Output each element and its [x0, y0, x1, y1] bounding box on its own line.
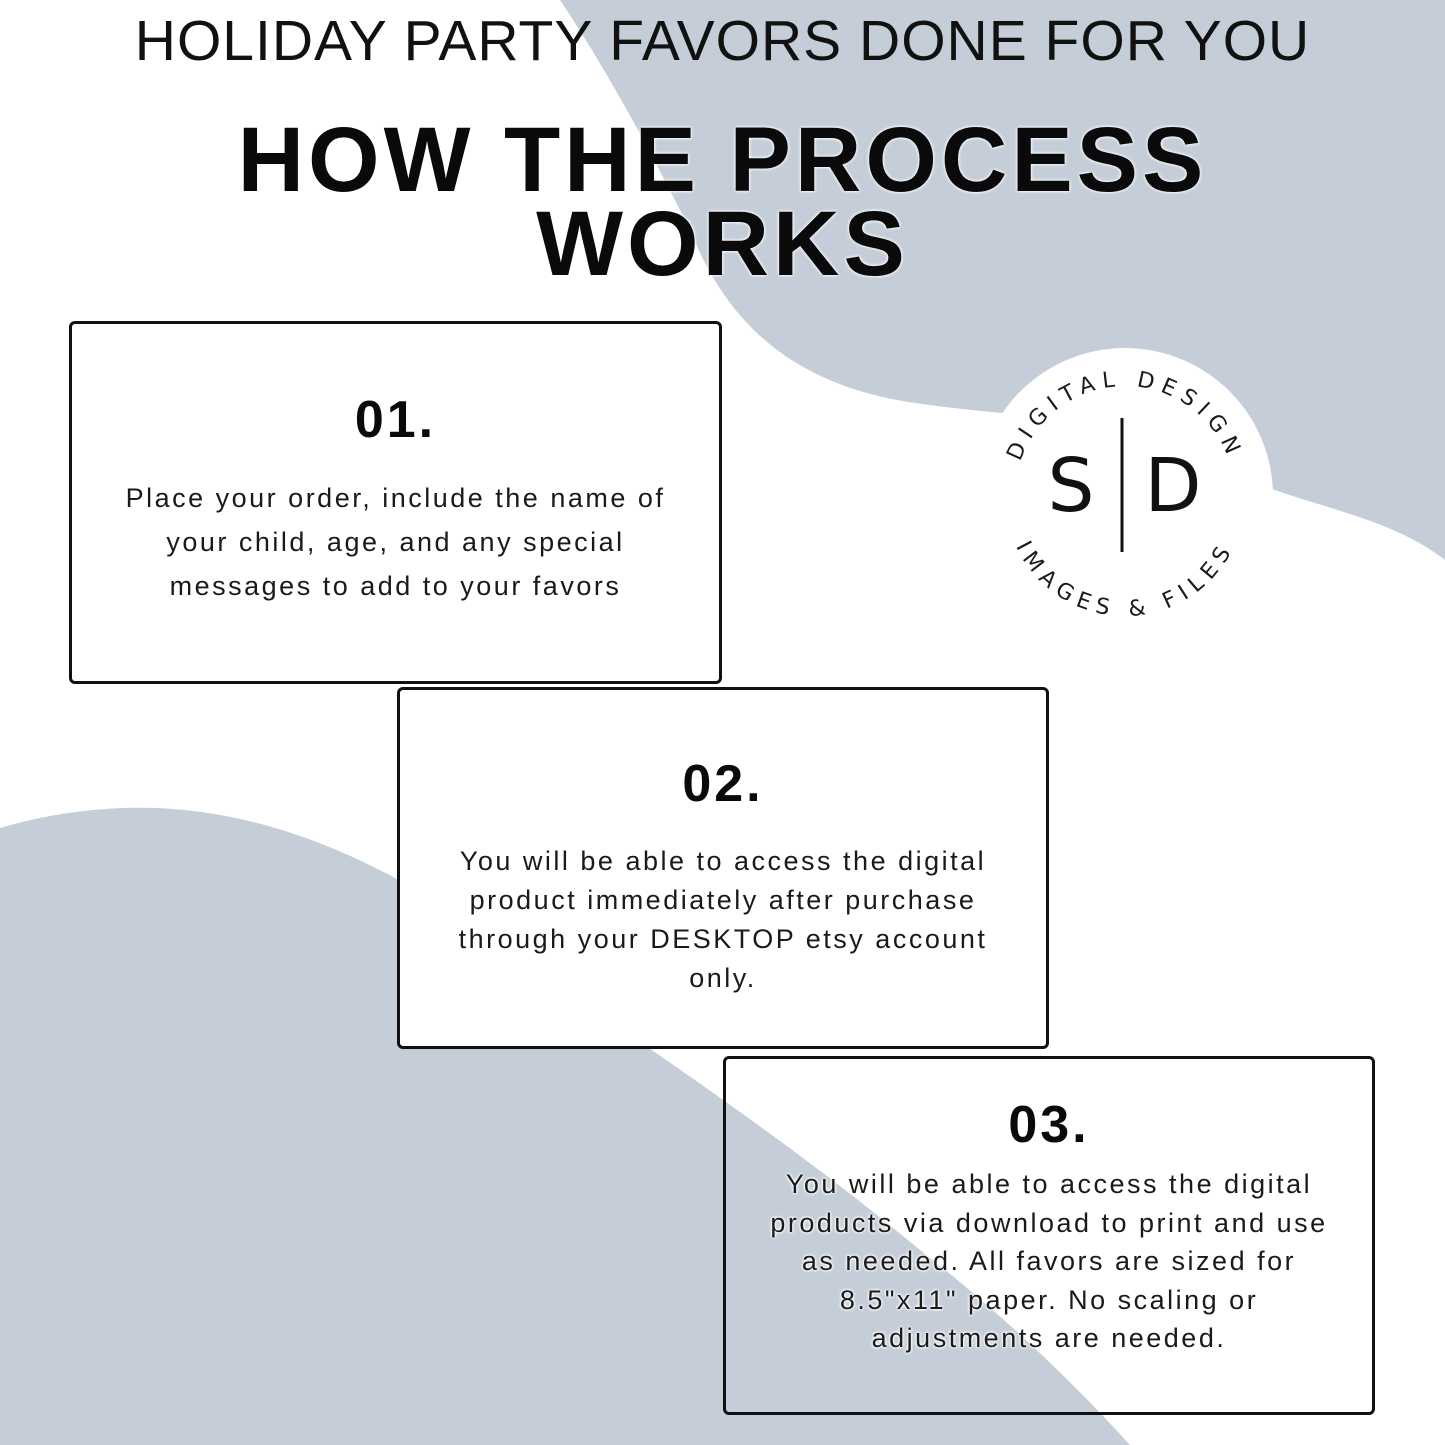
step-description: Place your order, include the name of yo…	[125, 483, 666, 601]
header-banner: HOLIDAY PARTY FAVORS DONE FOR YOU	[134, 9, 1311, 73]
logo-monogram-left: S	[1048, 443, 1095, 529]
bottom-left-blob	[0, 807, 1130, 1445]
step-card-2: 02. You will be able to access the digit…	[397, 687, 1049, 1049]
page-title: HOW THE PROCESS WORKS	[0, 109, 1445, 295]
step-card-1: 01. Place your order, include the name o…	[69, 321, 722, 684]
step-card-3: 03. You will be able to access the digit…	[723, 1056, 1375, 1415]
step-description: You will be able to access the digital p…	[770, 1169, 1328, 1353]
page-title-line-1: HOW THE PROCESS	[237, 109, 1208, 211]
brand-logo: DIGITAL DESIGN IMAGES & FILES S D	[977, 348, 1273, 644]
step-number: 01.	[354, 391, 437, 449]
step-number: 03.	[1008, 1096, 1090, 1154]
step-description: You will be able to access the digital p…	[458, 846, 988, 993]
page-title-line-2: WORKS	[536, 193, 909, 295]
step-number: 02.	[682, 755, 764, 813]
logo-monogram-right: D	[1145, 443, 1202, 529]
